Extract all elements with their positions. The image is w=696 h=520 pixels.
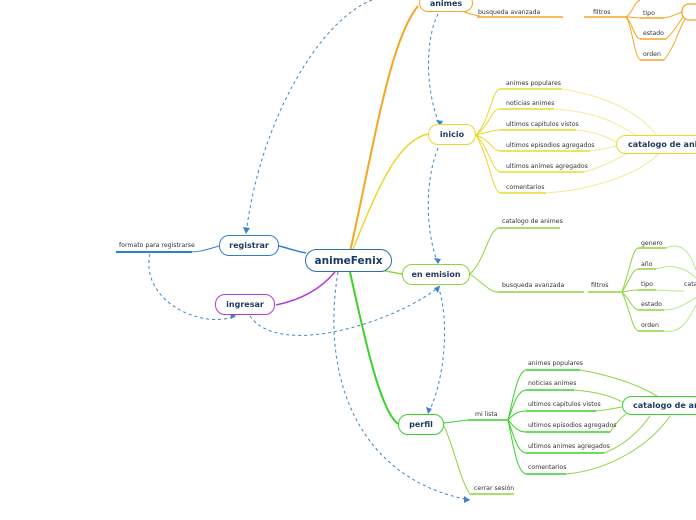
inicio-item-2[interactable]: ultimos capitulos vistos [506, 121, 579, 128]
perfil-item-0[interactable]: animes populares [528, 360, 583, 367]
emision-filter-tipo[interactable]: tipo [641, 281, 653, 288]
emision-filter-ano[interactable]: año [641, 261, 653, 268]
branch-animes [349, 5, 419, 253]
perfil-item-2[interactable]: ultimos capitulos vistos [528, 401, 601, 408]
central-topic[interactable]: animeFenix [305, 249, 392, 272]
animes-filtros[interactable]: filtros [593, 9, 611, 16]
perfil-milista[interactable]: mi lista [475, 411, 498, 418]
perfil-item-1[interactable]: noticias animes [528, 380, 577, 387]
emision-busqueda[interactable]: busqueda avanzada [502, 282, 565, 289]
perfil-item-3[interactable]: ultimos episodios agregados [528, 422, 617, 429]
branch-ingresar [275, 271, 336, 306]
branch-perfil [349, 271, 399, 425]
branch-registrar [278, 245, 307, 254]
topic-perfil[interactable]: perfil [398, 414, 444, 435]
perfil-item-4[interactable]: ultimos animes agregados [528, 443, 610, 450]
inicio-item-4[interactable]: ultimos animes agregados [506, 163, 588, 170]
emision-catalogo[interactable]: catalogo de animes [502, 218, 563, 225]
perfil-cerrar-sesion[interactable]: cerrar sesión [474, 485, 515, 492]
inicio-item-1[interactable]: noticias animes [506, 100, 555, 107]
topic-en-emision[interactable]: en emision [402, 264, 470, 285]
perfil-item-5[interactable]: comentarios [528, 464, 567, 471]
registrar-formato[interactable]: formato para registrarse [119, 242, 195, 249]
topic-ingresar[interactable]: ingresar [215, 294, 275, 315]
topic-registrar[interactable]: registrar [219, 235, 279, 256]
inicio-item-3[interactable]: ultimos episodios agregados [506, 142, 595, 149]
animes-orden[interactable]: orden [643, 51, 661, 58]
emision-filter-estado[interactable]: estado [641, 301, 662, 308]
topic-animes[interactable]: animes [419, 0, 473, 12]
animes-tipo[interactable]: tipo [643, 10, 655, 17]
inicio-item-5[interactable]: comentarios [506, 184, 545, 191]
emision-filter-orden[interactable]: orden [641, 322, 659, 329]
animes-estado[interactable]: estado [643, 30, 664, 37]
emision-filtros[interactable]: filtros [591, 282, 609, 289]
perfil-catalog-node[interactable]: catalogo de ani [622, 396, 696, 415]
emision-filter-genero[interactable]: genero [641, 240, 663, 247]
animes-busqueda[interactable]: busqueda avanzada [478, 9, 541, 16]
inicio-item-0[interactable]: animes populares [506, 80, 561, 87]
inicio-catalog-node[interactable]: catalogo de anim [616, 135, 696, 154]
emision-cata[interactable]: cata [684, 281, 696, 288]
topic-inicio[interactable]: inicio [428, 124, 476, 145]
branch-inicio [351, 133, 429, 253]
